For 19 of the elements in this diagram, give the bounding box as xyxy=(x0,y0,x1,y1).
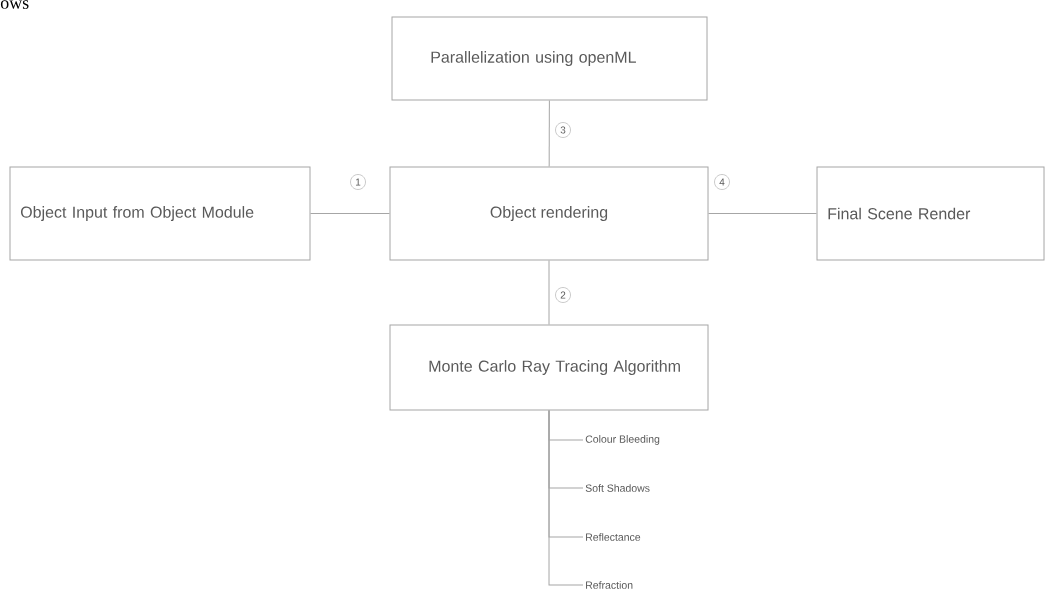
connector-line xyxy=(708,213,817,214)
tree-connector xyxy=(548,410,584,586)
list-item: Soft Shadows xyxy=(585,484,650,492)
process-box: Object Input from Object Module xyxy=(9,166,311,261)
process-box: Object rendering xyxy=(389,166,709,261)
circled-number: 2 xyxy=(555,287,571,303)
process-box: Final Scene Render xyxy=(816,166,1045,261)
connector-line xyxy=(548,260,550,325)
connector-line xyxy=(310,213,390,214)
circled-number: 1 xyxy=(350,174,366,190)
cut-off-text: ows xyxy=(0,0,29,9)
circled-number: 3 xyxy=(555,122,571,138)
list-item: Refraction xyxy=(586,581,633,589)
process-box: Monte Carlo Ray Tracing Algorithm xyxy=(389,324,709,411)
list-item: Reflectance xyxy=(586,533,641,541)
list-item: Colour Bleeding xyxy=(585,435,660,445)
connector-line xyxy=(548,100,550,167)
circled-number: 4 xyxy=(714,174,730,190)
process-box: Parallelization using openML xyxy=(391,16,708,101)
